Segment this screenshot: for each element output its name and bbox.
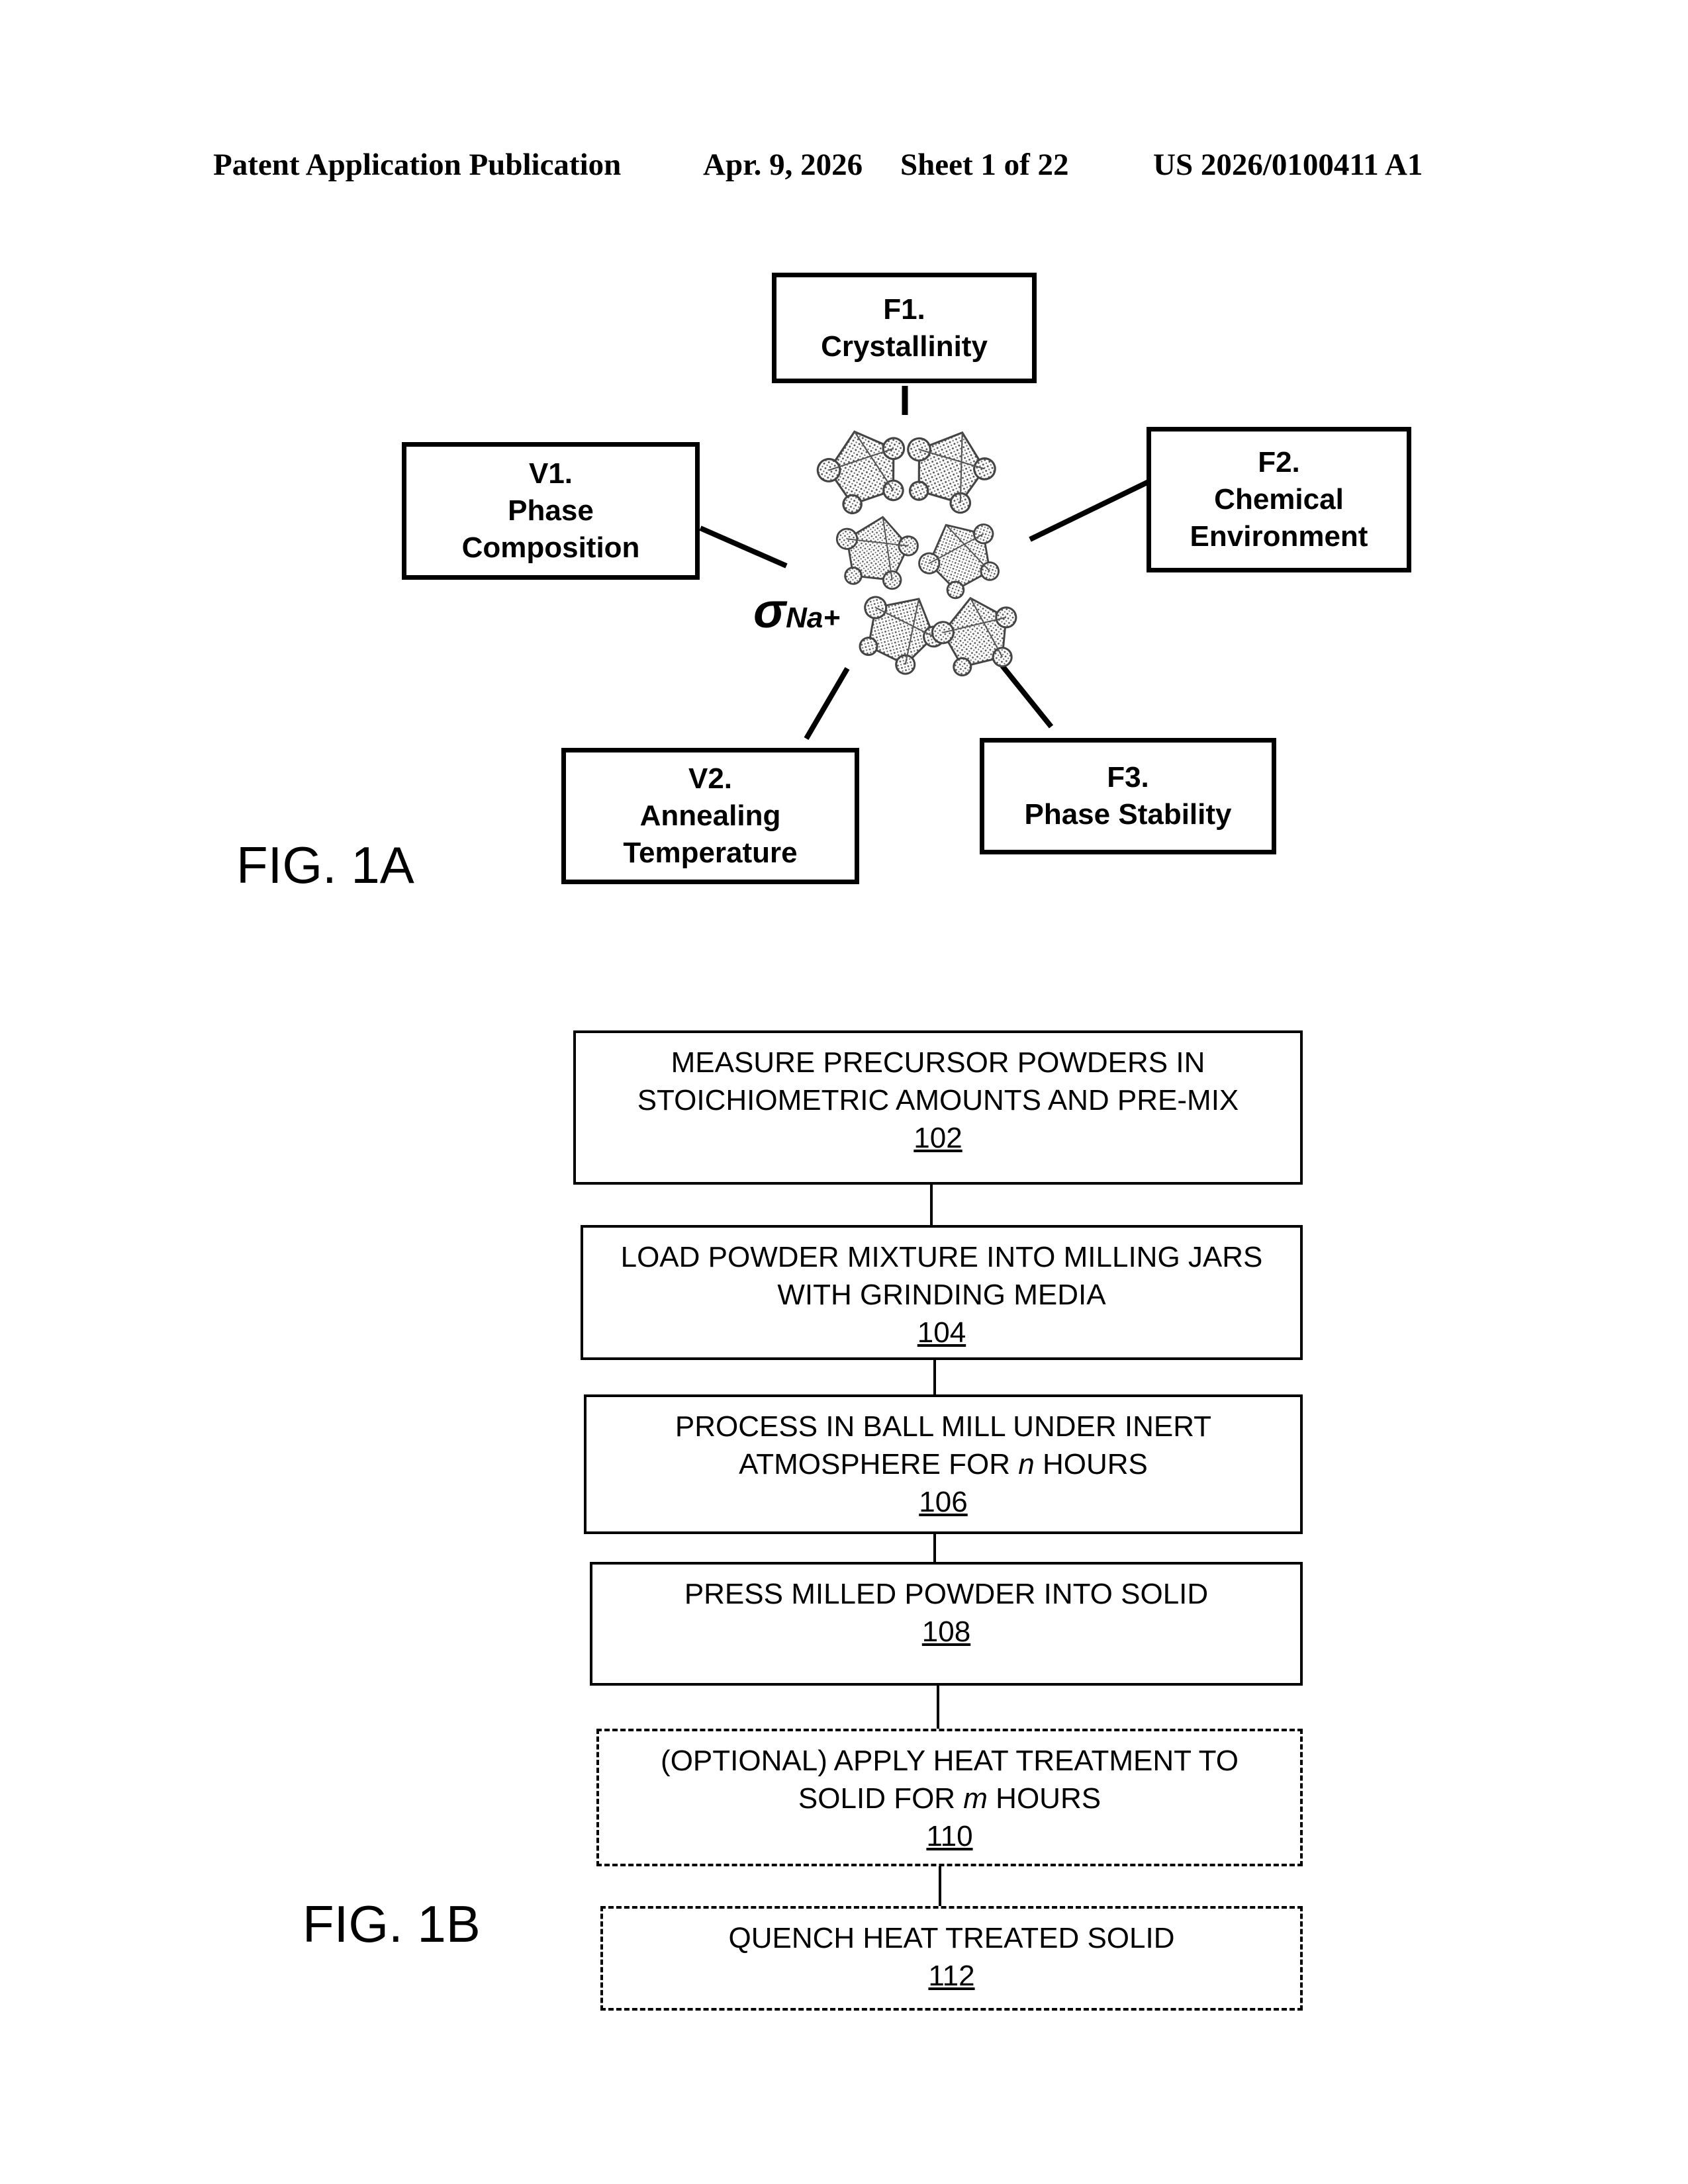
box-f2-line1: Chemical bbox=[1214, 481, 1344, 518]
step-106-box: PROCESS IN BALL MILL UNDER INERT ATMOSPH… bbox=[584, 1394, 1303, 1534]
sigma-symbol: σ bbox=[753, 583, 786, 638]
box-f1-line1: Crystallinity bbox=[821, 328, 988, 365]
box-v2-id: V2. bbox=[688, 760, 732, 797]
box-v1-phase-composition: V1. Phase Composition bbox=[402, 442, 700, 580]
step-106-number: 106 bbox=[919, 1483, 967, 1521]
step-104-box: LOAD POWDER MIXTURE INTO MILLING JARS WI… bbox=[581, 1225, 1303, 1360]
step-112-number: 112 bbox=[928, 1957, 974, 1995]
sigma-na-label: σNa+ bbox=[753, 582, 840, 639]
step-112-box: QUENCH HEAT TREATED SOLID 112 bbox=[600, 1906, 1303, 2011]
fig-1b-label: FIG. 1B bbox=[303, 1894, 481, 1954]
connector-v1 bbox=[700, 528, 786, 566]
box-f2-id: F2. bbox=[1258, 444, 1300, 481]
sigma-subscript: Na+ bbox=[786, 602, 840, 634]
box-v1-line1: Phase bbox=[508, 492, 594, 529]
box-v1-id: V1. bbox=[529, 455, 573, 492]
step-104-number: 104 bbox=[917, 1314, 966, 1351]
box-v2-line2: Temperature bbox=[623, 835, 797, 872]
step-104-line1: LOAD POWDER MIXTURE INTO MILLING JARS bbox=[621, 1238, 1263, 1276]
box-f3-line1: Phase Stability bbox=[1024, 796, 1231, 833]
box-f1-id: F1. bbox=[883, 291, 925, 328]
box-f2-line2: Environment bbox=[1190, 518, 1368, 555]
step-110-line2: SOLID FOR m HOURS bbox=[798, 1780, 1101, 1817]
crystal-cluster-illustration bbox=[810, 417, 1025, 684]
box-v2-line1: Annealing bbox=[640, 797, 781, 835]
step-104-line2: WITH GRINDING MEDIA bbox=[777, 1276, 1105, 1314]
box-v2-annealing-temperature: V2. Annealing Temperature bbox=[561, 748, 859, 884]
step-106-line1: PROCESS IN BALL MILL UNDER INERT bbox=[675, 1408, 1211, 1445]
connector-f2 bbox=[1030, 481, 1150, 539]
step-102-box: MEASURE PRECURSOR POWDERS IN STOICHIOMET… bbox=[573, 1030, 1303, 1185]
step-110-line1: (OPTIONAL) APPLY HEAT TREATMENT TO bbox=[661, 1742, 1239, 1780]
step-106-line2: ATMOSPHERE FOR n HOURS bbox=[739, 1445, 1148, 1483]
connector-v2 bbox=[806, 668, 847, 739]
step-110-box: (OPTIONAL) APPLY HEAT TREATMENT TO SOLID… bbox=[596, 1729, 1303, 1866]
box-f1-crystallinity: F1. Crystallinity bbox=[772, 273, 1037, 383]
connector-f3 bbox=[1002, 666, 1051, 727]
step-112-line1: QUENCH HEAT TREATED SOLID bbox=[729, 1919, 1175, 1957]
step-110-number: 110 bbox=[926, 1817, 972, 1855]
step-102-line2: STOICHIOMETRIC AMOUNTS AND PRE-MIX bbox=[637, 1081, 1239, 1119]
box-f3-phase-stability: F3. Phase Stability bbox=[980, 738, 1276, 854]
step-102-line1: MEASURE PRECURSOR POWDERS IN bbox=[671, 1044, 1205, 1081]
step-108-box: PRESS MILLED POWDER INTO SOLID 108 bbox=[590, 1562, 1303, 1686]
fig-1a-label: FIG. 1A bbox=[236, 835, 414, 895]
step-108-number: 108 bbox=[922, 1613, 970, 1651]
step-102-number: 102 bbox=[914, 1119, 962, 1157]
step-108-line1: PRESS MILLED POWDER INTO SOLID bbox=[684, 1575, 1208, 1613]
box-f3-id: F3. bbox=[1107, 759, 1149, 796]
box-v1-line2: Composition bbox=[462, 529, 640, 567]
box-f2-chemical-environment: F2. Chemical Environment bbox=[1147, 427, 1411, 572]
